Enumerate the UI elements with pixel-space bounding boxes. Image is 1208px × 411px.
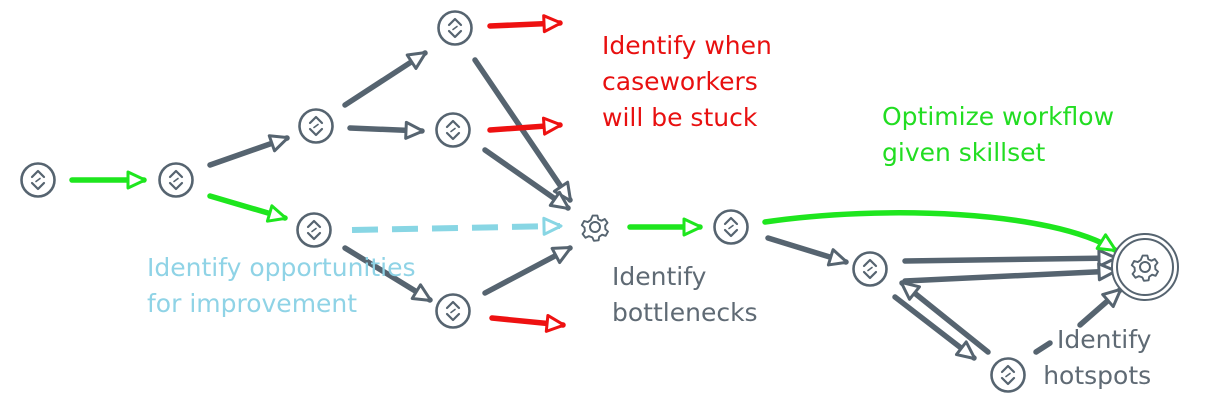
edge (892, 294, 977, 361)
edge (1077, 287, 1123, 328)
edge (207, 193, 288, 223)
edge (765, 235, 849, 267)
gear-icon (575, 207, 615, 247)
edge (762, 210, 1118, 253)
up-down-chevron-icon (296, 212, 332, 248)
label-identify-stuck: Identify when caseworkers will be stuck (602, 31, 772, 132)
edge (207, 134, 290, 168)
edge (487, 14, 563, 34)
up-down-chevron-icon (990, 357, 1026, 393)
edge (342, 245, 433, 303)
up-down-chevron-icon (298, 108, 334, 144)
edge (1033, 340, 1053, 355)
edge (487, 116, 563, 136)
edge (902, 248, 1118, 268)
label-identify-hotspots: Identify hotspots (1043, 325, 1152, 390)
up-down-chevron-icon (20, 162, 56, 198)
up-down-chevron-icon (435, 112, 471, 148)
label-optimize-workflow: Optimize workflow given skillset (882, 102, 1115, 167)
edge (482, 147, 571, 211)
up-down-chevron-icon (435, 293, 471, 329)
edge (347, 120, 425, 140)
edges-gray (207, 50, 1123, 361)
edge (482, 245, 573, 296)
up-down-chevron-icon (852, 251, 888, 287)
edge (899, 280, 991, 355)
gear-icon (1111, 233, 1179, 301)
up-down-chevron-icon (713, 209, 749, 245)
label-identify-opportunities: Identify opportunities for improvement (147, 253, 416, 318)
edges-cyan (351, 216, 563, 236)
edge (351, 216, 563, 236)
edges-red (487, 14, 566, 333)
up-down-chevron-icon (437, 10, 473, 46)
up-down-chevron-icon (158, 162, 194, 198)
edge (342, 50, 428, 108)
edges-green (69, 170, 1118, 253)
edge (489, 313, 566, 333)
edge (902, 262, 1118, 284)
label-identify-bottlenecks: Identify bottlenecks (612, 262, 758, 327)
nodes (20, 10, 1179, 393)
